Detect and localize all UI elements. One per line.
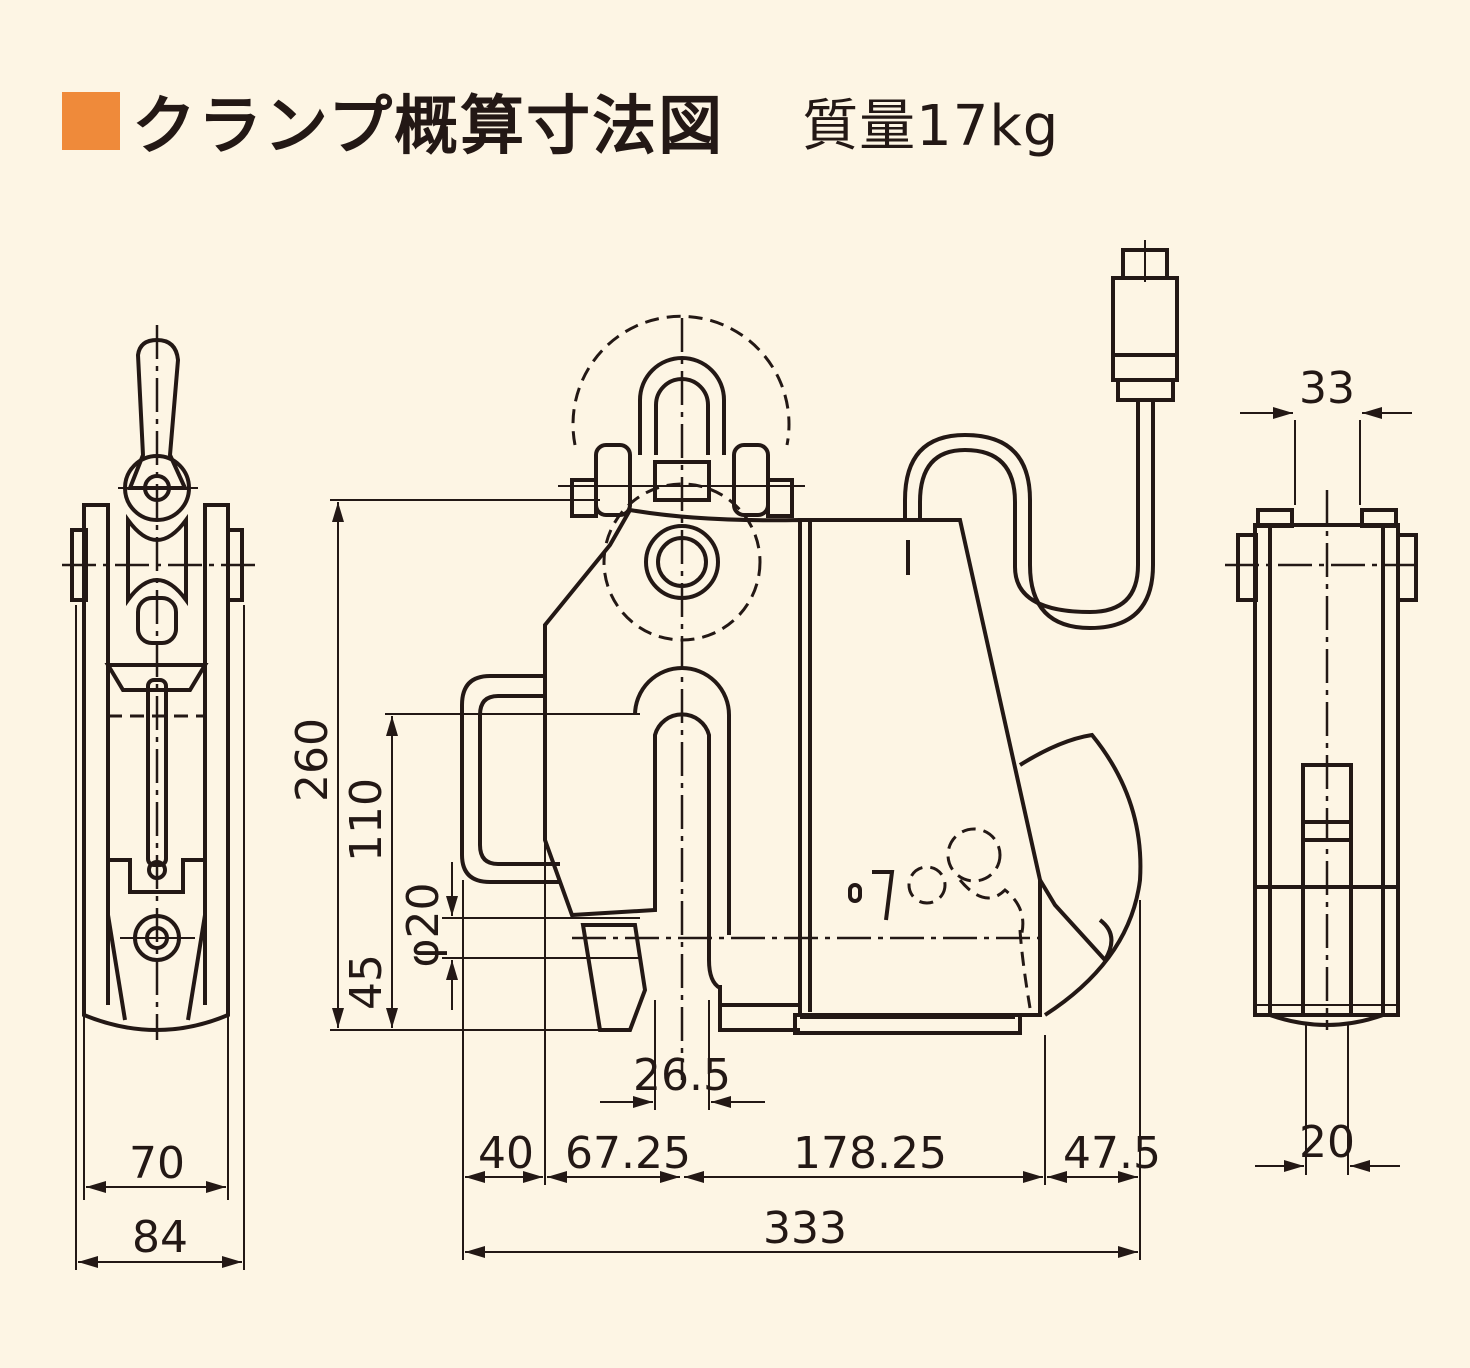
dim-left-outer-width: 84 (132, 1212, 188, 1263)
dim-pin-diameter: φ20 (398, 882, 449, 967)
orange-square-marker (62, 92, 120, 150)
side-view-left-dimensions: 70 84 (75, 605, 245, 1270)
dim-seg-1: 40 (478, 1128, 534, 1179)
dim-bottom-height: 45 (341, 954, 392, 1010)
dim-left-inner-width: 70 (129, 1138, 185, 1189)
dim-pin-gap: 26.5 (633, 1050, 731, 1101)
front-view (460, 240, 1179, 1080)
dim-seg-3: 178.25 (793, 1128, 947, 1179)
dim-right-bottom-width: 20 (1299, 1117, 1355, 1168)
side-view-right-dimensions: 33 20 (1240, 363, 1412, 1175)
side-view-right (1225, 490, 1418, 1030)
dim-front-height: 260 (287, 718, 338, 802)
diagram-title: クランプ概算寸法図 (132, 90, 725, 164)
dim-jaw-height: 110 (341, 778, 392, 862)
side-view-left (62, 325, 258, 1040)
dim-seg-4: 47.5 (1063, 1128, 1161, 1179)
front-view-dimensions: 260 110 φ20 45 26.5 40 67.25 178.25 47.5… (287, 499, 1161, 1260)
dim-seg-2: 67.25 (565, 1128, 691, 1179)
mass-label: 質量17kg (802, 93, 1060, 159)
diagram-header: クランプ概算寸法図 質量17kg (62, 78, 1059, 164)
dim-right-top-width: 33 (1299, 363, 1355, 414)
dim-total-width: 333 (763, 1203, 847, 1254)
